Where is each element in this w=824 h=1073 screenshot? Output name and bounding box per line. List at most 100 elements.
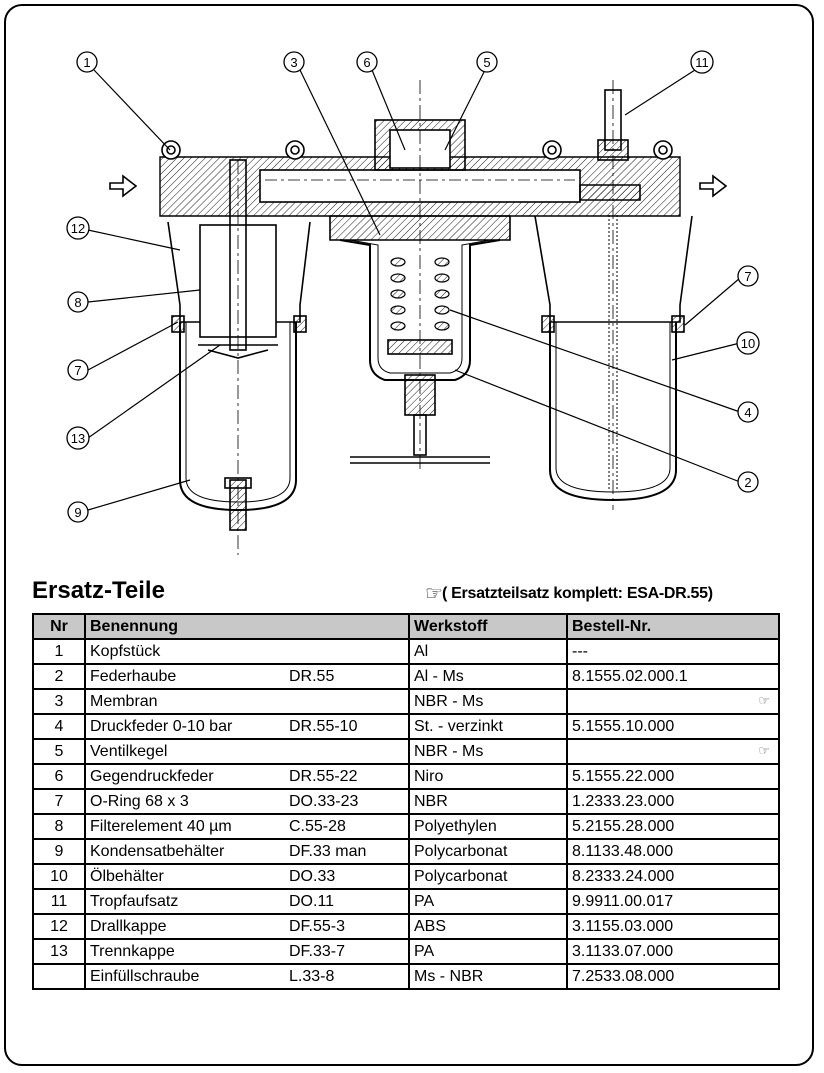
part-name-text: Kopfstück [90, 642, 161, 660]
part-number-text: 10 [50, 867, 68, 885]
order-number: 8.2333.24.000 [566, 863, 780, 890]
order-number-text: 1.2333.23.000 [572, 792, 675, 810]
order-number-text: 8.1555.02.000.1 [572, 667, 688, 685]
callout-3-label: 3 [290, 55, 297, 70]
part-name: Drallkappe [84, 913, 285, 940]
callout-9-label: 9 [74, 505, 81, 520]
part-material: ABS [408, 913, 568, 940]
part-code-text: C.55-28 [289, 817, 346, 835]
order-number: 8.1555.02.000.1 [566, 663, 780, 690]
part-code: DO.33-23 [285, 788, 410, 815]
part-number-text: 2 [54, 667, 64, 685]
part-name: Federhaube [84, 663, 285, 690]
technical-drawing: 1 3 6 5 11 12 8 7 13 9 7 10 4 2 [66, 50, 760, 555]
part-number-text: 4 [54, 717, 64, 735]
page-frame [4, 4, 814, 1066]
part-code: DR.55-10 [285, 713, 410, 740]
part-code [285, 688, 410, 715]
part-name-text: Membran [90, 692, 158, 710]
callout-8-label: 8 [74, 295, 81, 310]
callout-8: 8 [67, 291, 89, 313]
order-number: 3.1133.07.000 [566, 938, 780, 965]
part-name: Membran [84, 688, 285, 715]
callout-6-label: 6 [363, 55, 370, 70]
col-material: Werkstoff [408, 613, 568, 640]
part-name: Ölbehälter [84, 863, 285, 890]
callout-10-label: 10 [741, 336, 755, 351]
part-code: DR.55-22 [285, 763, 410, 790]
part-name-text: Federhaube [90, 667, 177, 685]
part-material: Niro [408, 763, 568, 790]
part-material-text: PA [414, 942, 435, 960]
callout-12-label: 12 [71, 221, 85, 236]
part-number: 7 [32, 788, 86, 815]
part-material: Al [408, 638, 568, 665]
part-number: 1 [32, 638, 86, 665]
part-name-text: Ventilkegel [90, 742, 168, 760]
part-code: DR.55 [285, 663, 410, 690]
part-code-text: DR.55 [289, 667, 335, 685]
callout-10: 10 [736, 331, 760, 355]
order-number: 7.2533.08.000 [566, 963, 780, 990]
order-number-text: 3.1155.03.000 [572, 917, 674, 935]
part-material: NBR - Ms [408, 688, 568, 715]
order-number-text: 5.1555.10.000 [572, 717, 675, 735]
callout-7-left: 7 [67, 359, 89, 381]
callout-11: 11 [690, 50, 714, 74]
part-material-text: Al - Ms [414, 667, 464, 685]
order-number-text: 5.2155.28.000 [572, 817, 675, 835]
part-number: 10 [32, 863, 86, 890]
part-code [285, 738, 410, 765]
part-number-text: 7 [54, 792, 64, 810]
col-nr: Nr [32, 613, 86, 640]
part-material: Polyethylen [408, 813, 568, 840]
part-material-text: Polyethylen [414, 817, 497, 835]
part-code: DF.33-7 [285, 938, 410, 965]
callout-2-label: 2 [744, 475, 751, 490]
part-name-text: Gegendruckfeder [90, 767, 214, 785]
part-name: Einfüllschraube [84, 963, 285, 990]
part-code-text: DO.33 [289, 867, 336, 885]
part-number: 6 [32, 763, 86, 790]
part-number: 12 [32, 913, 86, 940]
callout-1-label: 1 [83, 55, 90, 70]
callout-9: 9 [67, 501, 89, 523]
callout-4-label: 4 [744, 405, 751, 420]
part-code [285, 638, 410, 665]
part-name: Tropfaufsatz [84, 888, 285, 915]
callout-7-left-label: 7 [74, 363, 81, 378]
part-number: 3 [32, 688, 86, 715]
part-material: Polycarbonat [408, 863, 568, 890]
part-name: Filterelement 40 µm [84, 813, 285, 840]
part-material-text: NBR - Ms [414, 692, 484, 710]
part-code-text: DR.55-10 [289, 717, 358, 735]
part-material-text: Niro [414, 767, 444, 785]
part-code: DF.55-3 [285, 913, 410, 940]
order-number-text: 3.1133.07.000 [572, 942, 674, 960]
part-name: Kopfstück [84, 638, 285, 665]
part-material: St. - verzinkt [408, 713, 568, 740]
part-material-text: Ms - NBR [414, 967, 484, 985]
part-material-text: PA [414, 892, 435, 910]
part-name: Trennkappe [84, 938, 285, 965]
order-number: 8.1133.48.000 [566, 838, 780, 865]
callout-11-label: 11 [695, 55, 709, 70]
part-number: 11 [32, 888, 86, 915]
callout-2: 2 [737, 471, 759, 493]
part-number-text: 12 [50, 917, 68, 935]
part-number: 2 [32, 663, 86, 690]
part-number: 8 [32, 813, 86, 840]
part-name-text: Filterelement 40 µm [90, 817, 232, 835]
callout-6: 6 [356, 51, 378, 73]
part-name: O-Ring 68 x 3 [84, 788, 285, 815]
part-material: PA [408, 938, 568, 965]
part-name-text: Drallkappe [90, 917, 167, 935]
order-number: --- [566, 638, 780, 665]
